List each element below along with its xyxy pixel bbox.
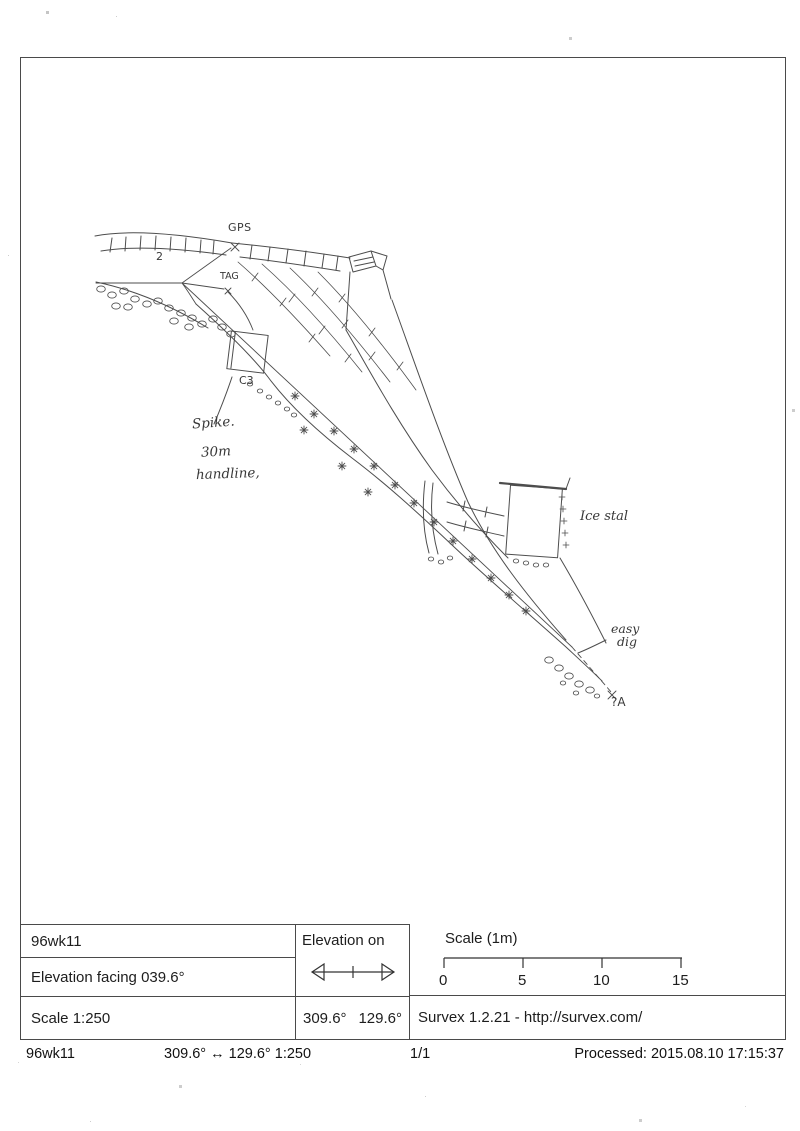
survey-name-cell: 96wk11	[21, 925, 295, 957]
gps-label: GPS	[228, 221, 252, 234]
elevation-on-label: Elevation on	[302, 932, 385, 949]
bearings-cell: 309.6° 129.6°	[296, 996, 409, 1039]
page-border: 96wk11 Elevation facing 039.6° Scale 1:2…	[20, 57, 786, 1040]
survey-name: 96wk11	[31, 932, 82, 950]
handline-label-line2: handline,	[195, 464, 260, 484]
footer-processed-timestamp: Processed: 2015.08.10 17:15:37	[574, 1046, 784, 1062]
scale-text: Scale 1:250	[31, 1009, 111, 1027]
bearing-right: 129.6°	[358, 1009, 402, 1027]
direction-arrow-icon	[310, 962, 395, 982]
title-block-mid-column: Elevation on 309.6° 129.6°	[296, 924, 410, 1039]
footer-survey-name: 96wk11	[26, 1046, 75, 1062]
scale-cell: Scale 1:250	[21, 996, 295, 1039]
footer-bearing-scale: 309.6° ↔ 129.6° 1:250	[164, 1046, 312, 1062]
footer-line: 96wk11 309.6° ↔ 129.6° 1:250 1/1 Process…	[20, 1046, 786, 1066]
ice-stal-label: Ice stal	[580, 509, 629, 524]
footer-page-number: 1/1	[410, 1046, 431, 1062]
scale-bar-label: Scale (1m)	[445, 930, 518, 947]
c3-label: C3	[239, 374, 254, 387]
tag-label: TAG	[220, 271, 239, 282]
easy-dig-label-line1: easy	[611, 621, 640, 636]
scan-noise	[0, 0, 1, 1]
survex-credit: Survex 1.2.21 - http://survex.com/	[418, 1009, 643, 1026]
ruler-tick-15: 15	[672, 972, 689, 989]
scale-bar-area: Scale (1m) 0 5	[410, 924, 785, 995]
ruler-icon	[443, 957, 682, 968]
station-2-label: 2	[156, 250, 163, 263]
scale-bar-ruler: 0 5 10 15	[439, 954, 689, 990]
spike-label: Spike.	[191, 413, 236, 433]
ruler-tick-0: 0	[439, 972, 448, 989]
easy-dig-label-line2: dig	[617, 634, 638, 649]
title-block-left-column: 96wk11 Elevation facing 039.6° Scale 1:2…	[21, 924, 296, 1039]
survex-credit-cell: Survex 1.2.21 - http://survex.com/	[410, 995, 785, 1039]
elevation-facing: Elevation facing 039.6°	[31, 968, 185, 986]
ruler-tick-5: 5	[518, 972, 527, 989]
bearing-left: 309.6°	[303, 1009, 347, 1027]
title-block-right-column: Scale (1m) 0 5	[410, 924, 785, 1039]
title-block: 96wk11 Elevation facing 039.6° Scale 1:2…	[21, 924, 785, 1039]
facing-cell: Elevation facing 039.6°	[21, 957, 295, 996]
ruler-tick-10: 10	[593, 972, 610, 989]
handline-label-line1: 30m	[200, 443, 232, 461]
elevation-on-cell: Elevation on	[296, 925, 409, 996]
station-a-label: ?A	[611, 695, 626, 709]
